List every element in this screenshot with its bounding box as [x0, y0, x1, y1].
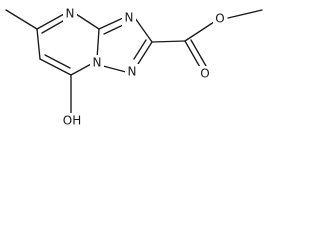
- bond-c7-c6-inner: [44, 54, 71, 69]
- bond-c5-n4-inner: [41, 20, 64, 34]
- atom-label-n8: N: [93, 56, 102, 70]
- bond-methyl: [5, 9, 38, 30]
- bond-carbonyl-o-double-a: [184, 40, 202, 70]
- chemical-structure-diagram: N N N N O O OH: [5, 6, 263, 129]
- bond-c3a-n8: [96, 28, 100, 60]
- bond-c3a-n3: [98, 17, 124, 30]
- atom-label-o-ester: O: [215, 12, 224, 26]
- bond-c6-c5: [36, 28, 41, 60]
- atom-label-layer: N N N N O O OH: [61, 6, 227, 129]
- atom-oh: OH: [61, 113, 83, 129]
- bond-o-methyl: [227, 9, 263, 19]
- atom-label-n1: N: [128, 65, 137, 79]
- bond-n3-c2: [134, 17, 153, 43]
- atom-label-o-carbonyl: O: [200, 67, 209, 81]
- bond-c3a-n3-inner: [103, 24, 124, 35]
- atom-o-ester: O: [213, 11, 227, 27]
- bond-n4-c3a: [75, 13, 100, 30]
- atom-n8: N: [90, 55, 104, 71]
- atom-label-n4: N: [66, 7, 75, 21]
- bond-n8-c7: [70, 62, 94, 76]
- atom-label-n3: N: [125, 11, 134, 25]
- bond-carbonyl-o-double-b: [190, 39, 207, 67]
- atom-o-carbonyl: O: [198, 66, 212, 82]
- atom-n1: N: [125, 64, 139, 80]
- bond-c5-n4: [36, 13, 65, 30]
- bond-c2-carbonyl: [151, 40, 186, 43]
- bond-c2-n1: [137, 41, 153, 65]
- atom-n3: N: [122, 10, 136, 26]
- bond-c2-n1-inner: [133, 39, 147, 60]
- bond-c7-c6: [39, 58, 72, 76]
- bond-layer: [5, 9, 263, 114]
- bond-n1-n8: [102, 65, 127, 73]
- atom-label-oh: OH: [63, 114, 81, 128]
- atom-n4: N: [63, 6, 77, 22]
- bond-carbonyl-o-ester: [184, 21, 215, 42]
